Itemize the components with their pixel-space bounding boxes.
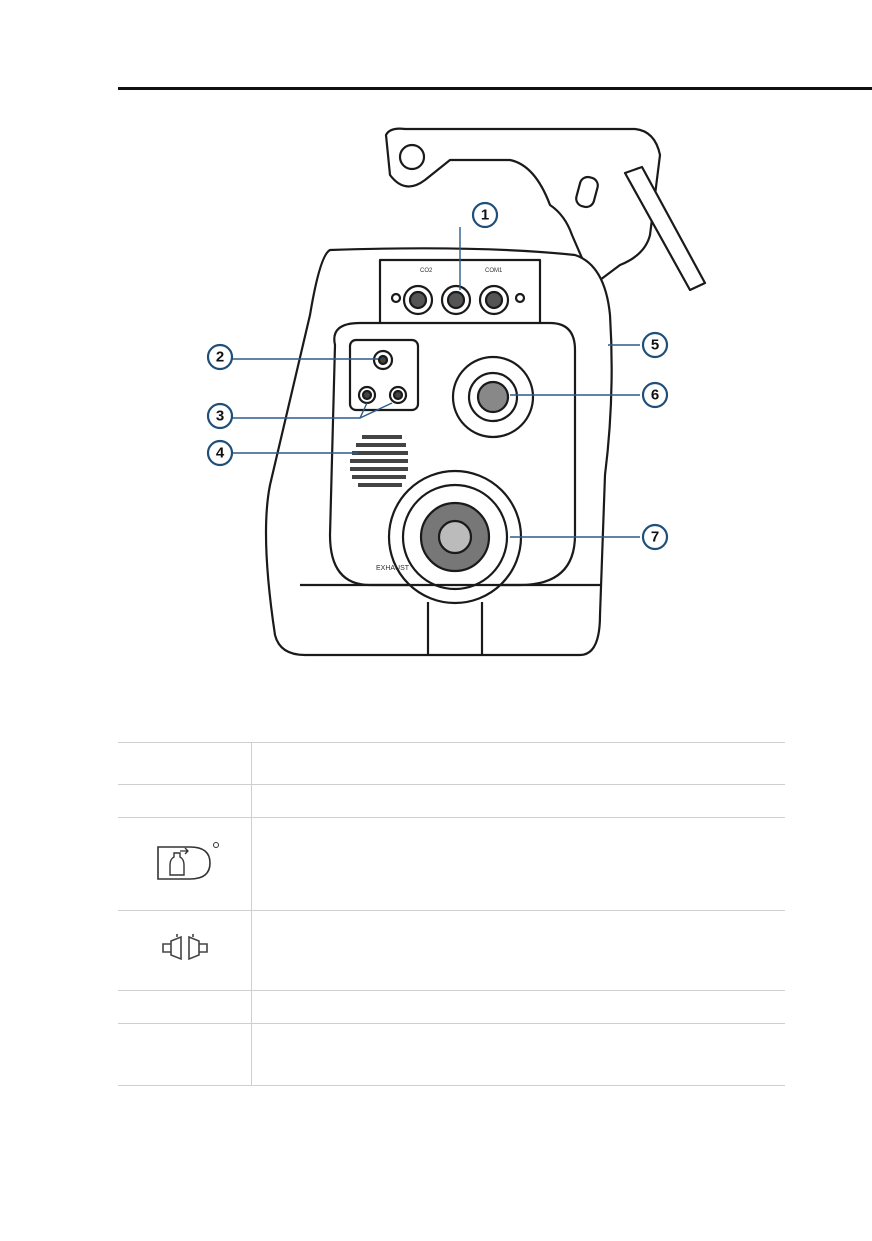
svg-text:4: 4 <box>216 445 225 462</box>
svg-text:7: 7 <box>651 529 659 546</box>
svg-text:1: 1 <box>481 207 489 224</box>
legend-description <box>251 784 785 818</box>
side-rail <box>623 165 707 292</box>
legend-row <box>118 910 785 991</box>
svg-text:3: 3 <box>216 408 224 425</box>
callout-2: 2 <box>206 343 234 371</box>
legend-row <box>118 990 785 1024</box>
legend-description <box>251 910 785 991</box>
svg-text:2: 2 <box>216 349 224 366</box>
nebulizer-connector-icon <box>161 934 208 961</box>
oxygen-bottle-inlet-icon <box>156 841 219 880</box>
legend-symbol-cell <box>118 910 252 991</box>
svg-text:6: 6 <box>651 387 659 404</box>
legend-symbol-cell <box>118 817 252 911</box>
callout-4: 4 <box>206 439 234 467</box>
legend-description <box>251 990 785 1024</box>
legend-row <box>118 1023 785 1086</box>
svg-text:5: 5 <box>651 337 659 354</box>
top-rule <box>118 87 872 90</box>
callout-3: 3 <box>206 402 234 430</box>
exhaust-label: EXHAUST <box>376 565 410 572</box>
com1-label: COM1 <box>485 268 503 274</box>
legend-row <box>118 784 785 818</box>
legend-table <box>118 742 785 1086</box>
callout-7: 7 <box>641 523 669 551</box>
callout-1: 1 <box>471 201 499 229</box>
legend-symbol-cell <box>118 990 252 1024</box>
legend-symbol-cell <box>118 784 252 818</box>
callout-6: 6 <box>641 381 669 409</box>
legend-description <box>251 1023 785 1086</box>
legend-symbol-cell <box>118 742 252 785</box>
legend-description <box>251 742 785 785</box>
co2-label: CO2 <box>420 268 433 274</box>
device-rear-panel-figure: EXHAUST CO2 COM1 1 2 3 4 5 6 7 <box>206 127 707 657</box>
legend-symbol-cell <box>118 1023 252 1086</box>
speaker-grille <box>350 435 408 487</box>
legend-row <box>118 817 785 911</box>
callout-5: 5 <box>641 331 669 359</box>
legend-description <box>251 817 785 911</box>
legend-row <box>118 742 785 785</box>
